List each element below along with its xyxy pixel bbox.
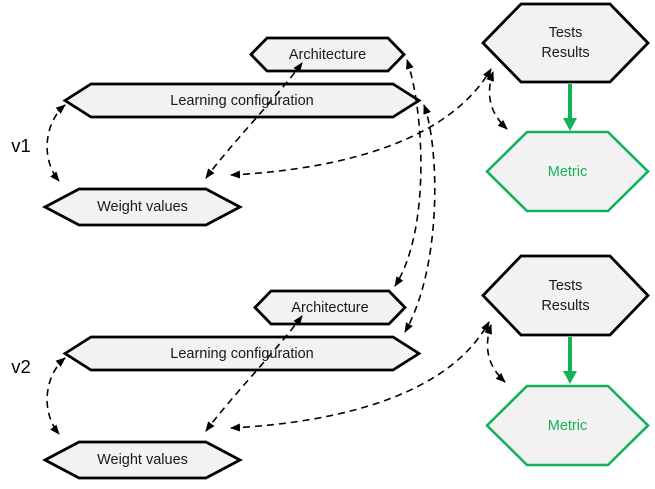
tests-results-node-v2 (481, 254, 650, 337)
edge-learning-configuration-weight-values-v2 (46, 357, 66, 435)
learning-configuration-node-v1 (62, 82, 422, 119)
metric-node-v1 (485, 130, 650, 213)
learning-configuration-node-v2 (62, 335, 422, 372)
edge-learning-configuration-weight-values-v1 (46, 104, 66, 182)
tests-results-node-v1 (481, 2, 650, 84)
arrow-tests-results-to-metric-v1 (563, 84, 577, 131)
edge-architecture-weight-values-v1 (205, 62, 303, 179)
edge-learning-configuration-v1-learning-configuration-v2 (404, 104, 436, 333)
weight-values-node-v1 (42, 187, 243, 227)
edge-weight-values-tests-results-v1 (230, 68, 492, 179)
edge-architecture-weight-values-v2 (205, 315, 303, 432)
version-label-v2: v2 (11, 356, 31, 377)
architecture-node-v2 (253, 289, 407, 326)
version-label-v1: v1 (11, 135, 31, 156)
architecture-node-v1 (249, 36, 406, 73)
metric-node-v2 (485, 384, 650, 467)
edge-tests-results-metric-v1 (486, 71, 508, 130)
weight-values-node-v2 (42, 440, 243, 480)
edge-weight-values-tests-results-v2 (230, 321, 490, 432)
edge-tests-results-metric-v2 (484, 324, 506, 383)
arrow-tests-results-to-metric-v2 (563, 337, 577, 384)
